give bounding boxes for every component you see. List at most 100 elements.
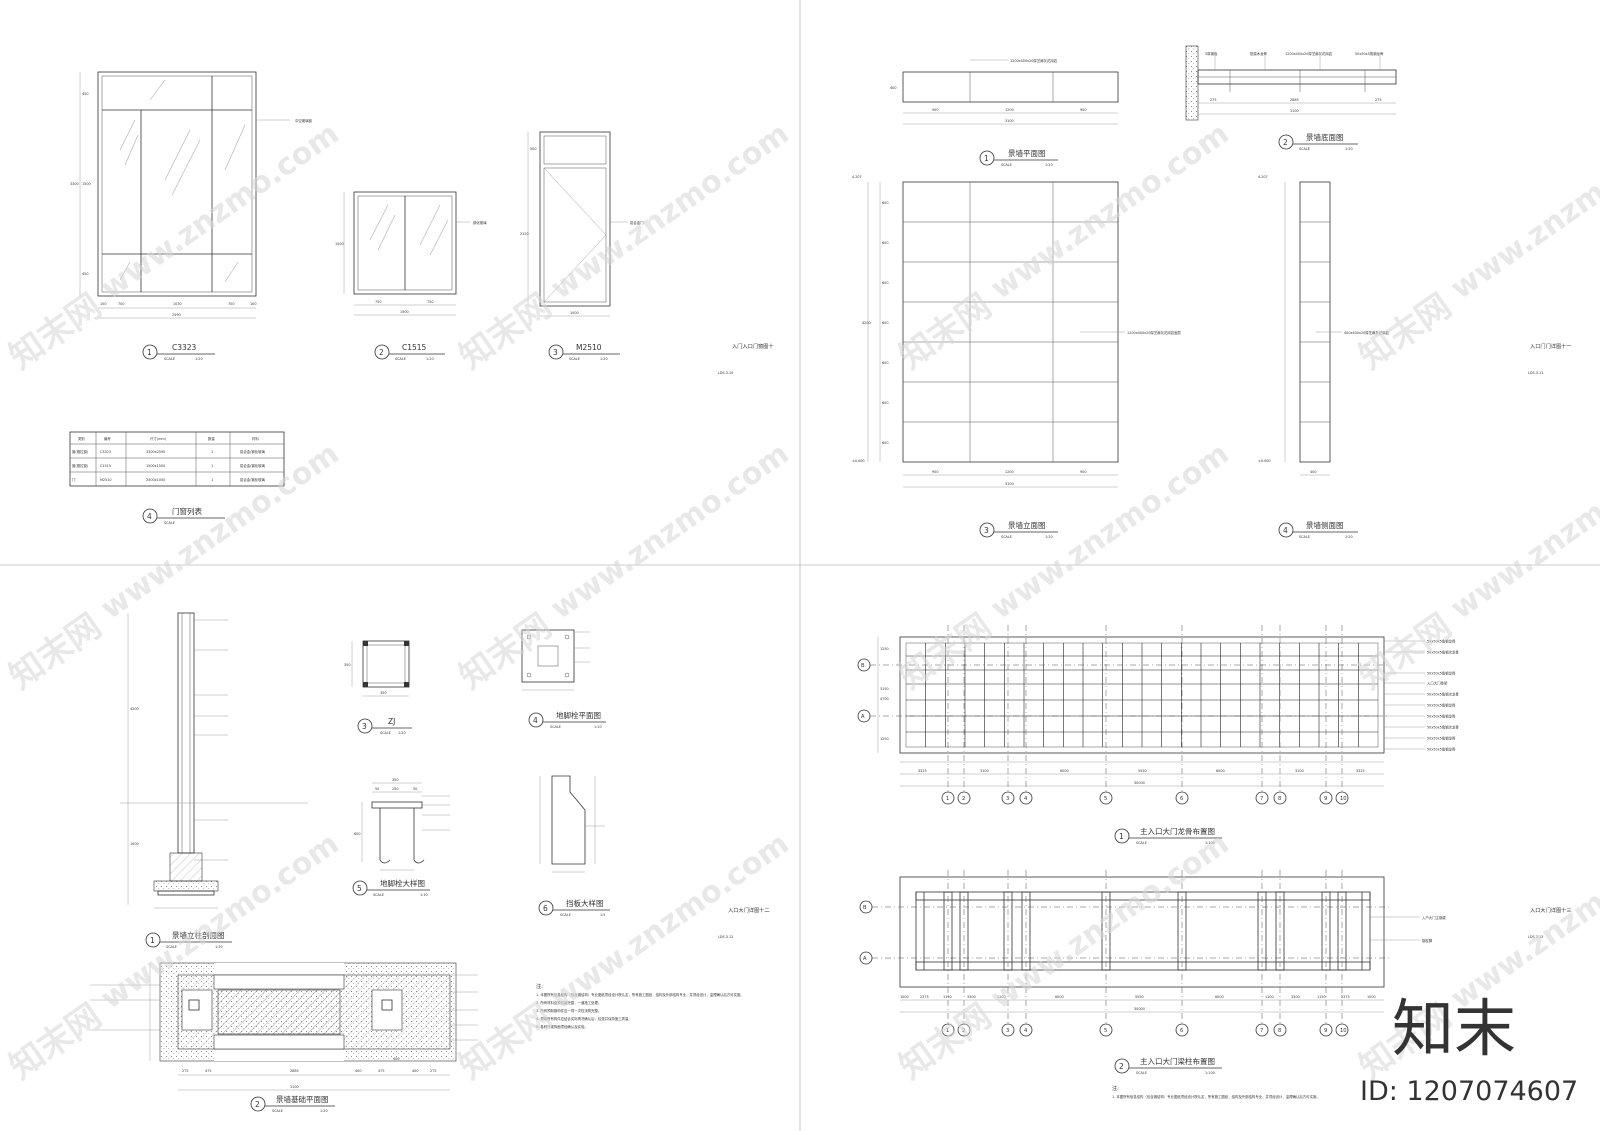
- dim: 1000: [900, 995, 909, 999]
- legend-keel: 50x50x5角钢次龙骨: [1427, 650, 1459, 655]
- dim: 600: [882, 201, 888, 205]
- legend-keel: 50x50x5角钢龙骨: [1427, 703, 1456, 708]
- dim: 1100: [997, 995, 1006, 999]
- dim: 350: [380, 691, 386, 695]
- axis-bubble: [1001, 791, 1015, 805]
- dim: 1250: [880, 647, 889, 651]
- title-wall-elevation: 3 景墙立面图 SCALE 1:20: [979, 520, 1058, 539]
- watermark-site: www.znzmo.com: [545, 826, 796, 1016]
- table-cell: M2510: [100, 478, 112, 482]
- watermark-site: www.znzmo.com: [95, 116, 346, 306]
- note-bottom-c: 1200x400x20厚芝麻灰花岗岩: [1285, 51, 1333, 56]
- scale-word: SCALE: [1001, 535, 1012, 539]
- window-c3323: 中空玻璃窗 100 700 1030 700 100 2590 450 1500…: [70, 71, 313, 319]
- dim: 750: [427, 300, 433, 304]
- dim: 1500: [335, 242, 344, 246]
- title-foundation-plan: 2 景墙基础平面图 SCALE 1:20: [250, 1094, 335, 1113]
- note-elev: 1200x400x20厚芝麻灰花岗岩面层: [1127, 330, 1182, 335]
- table-cell: 窗(推拉窗): [72, 449, 89, 454]
- dim: 1200: [1005, 108, 1014, 112]
- dim: 600: [882, 401, 888, 405]
- dim: 600: [882, 281, 888, 285]
- title-name: ZJ: [388, 717, 395, 726]
- scale: 1:100: [1205, 1071, 1215, 1075]
- dim: 450: [82, 272, 88, 276]
- dim: 4700: [880, 697, 889, 701]
- watermark-brand: 知末网: [892, 996, 998, 1087]
- title-name: C1515: [402, 343, 427, 352]
- axis-label: 2: [962, 1028, 965, 1034]
- sheet-bottom-left: 4200 1000 1 景墙立柱剖面图 SCALE 1:20 350 350 3: [90, 612, 770, 1113]
- dim: 6000: [1216, 769, 1225, 773]
- brand-logo: 知末 ID: 1207074607: [1360, 992, 1578, 1107]
- axis-label: 3: [1006, 796, 1009, 802]
- logo-text: 知末: [1392, 992, 1516, 1065]
- table-cell: 1: [211, 464, 213, 468]
- table-cell: 1: [211, 450, 213, 454]
- dim: 350: [344, 663, 350, 667]
- scale-word: SCALE: [1136, 841, 1147, 845]
- title-wall-side: 4 景墙侧面图 SCALE 1:20: [1278, 520, 1358, 539]
- scale-word: SCALE: [164, 521, 175, 525]
- table-cell: 1500x1500: [146, 464, 165, 468]
- title-num: 6: [543, 904, 548, 913]
- axis-label: B: [863, 905, 867, 911]
- title-num: 2: [1119, 1062, 1124, 1071]
- scale: 1:20: [398, 731, 406, 735]
- dim: 900: [932, 470, 938, 474]
- scale-word: SCALE: [373, 893, 384, 897]
- scale: 1:20: [195, 357, 203, 361]
- sheet-title: 入口大门详图十二: [728, 906, 770, 914]
- dim: 1030: [173, 302, 182, 306]
- axis-label: 1: [946, 796, 949, 802]
- table-cell: C1515: [100, 464, 111, 468]
- title-num: 3: [362, 722, 367, 731]
- dim: 1000: [570, 311, 579, 315]
- dim: 5550: [1138, 769, 1147, 773]
- axis-bubble: [1319, 791, 1333, 805]
- dim: 475: [378, 1069, 384, 1073]
- axis-label: 8: [1278, 1028, 1281, 1034]
- title-name: 景墙底面图: [1306, 132, 1344, 142]
- table-header: 编号: [104, 436, 111, 441]
- title-num: 3: [984, 526, 989, 535]
- table-cell: C3323: [100, 450, 111, 454]
- dim: 5550: [1135, 995, 1144, 999]
- axis-label: 7: [1260, 1028, 1263, 1034]
- scale: 1:20: [1345, 535, 1353, 539]
- axis-bubble: [1255, 791, 1269, 805]
- dim: 600: [882, 241, 888, 245]
- axis-label: 8: [1278, 796, 1281, 802]
- title-name: C3323: [172, 343, 197, 352]
- note-line: 3. 所有预制钢构件应一同一次性浇筑完整。: [536, 1008, 601, 1013]
- title-num: 4: [147, 512, 152, 521]
- table-cell: 门: [72, 477, 76, 482]
- dim: 275: [430, 1069, 436, 1073]
- scale: 1:20: [320, 1109, 328, 1113]
- title-name: 地脚栓大样图: [380, 878, 425, 888]
- scale: 1:20: [1045, 163, 1053, 167]
- legend-keel: 50x50x5角钢龙骨: [1427, 671, 1456, 676]
- zj-detail: 350 350: [344, 640, 410, 697]
- watermark-brand: 知末网: [2, 996, 108, 1087]
- note-line: 4. 现场所有构件应结合实际情况确认后，检查并保持施工质量。: [536, 1016, 632, 1021]
- anchor-bolt-plan: [521, 629, 590, 691]
- table-cell: 铝合金/钢化玻璃: [240, 463, 265, 468]
- title-num: 2: [1283, 138, 1288, 147]
- axis-bubble: [1175, 1023, 1189, 1037]
- watermark-site: www.znzmo.com: [1445, 116, 1600, 306]
- dim: 1200: [1005, 470, 1014, 474]
- legend-keel: 50x50x5角钢次龙骨: [1427, 692, 1459, 697]
- axis-label: 4: [1024, 1028, 1028, 1034]
- title-num: 4: [533, 716, 538, 725]
- scale: 1:20: [426, 357, 434, 361]
- axis-bubble: [1175, 791, 1189, 805]
- note-m2510-door: 铝合金门: [630, 220, 644, 225]
- title-keel-layout: 1 主入口大门龙骨布置图 SCALE 1:100: [1114, 826, 1222, 845]
- dim: 3325: [918, 769, 927, 773]
- sheet-title: 入口大门详图十三: [1530, 906, 1572, 914]
- axis-bubble: [1099, 1023, 1113, 1037]
- notes-bottom-right: 注: 1. 本图所有信息结构（包含钢结构）专业图纸须经设计院认定，所有施工图纸，…: [1112, 1084, 1320, 1099]
- axis-label: 9: [1324, 796, 1327, 802]
- dim: 50: [375, 787, 379, 791]
